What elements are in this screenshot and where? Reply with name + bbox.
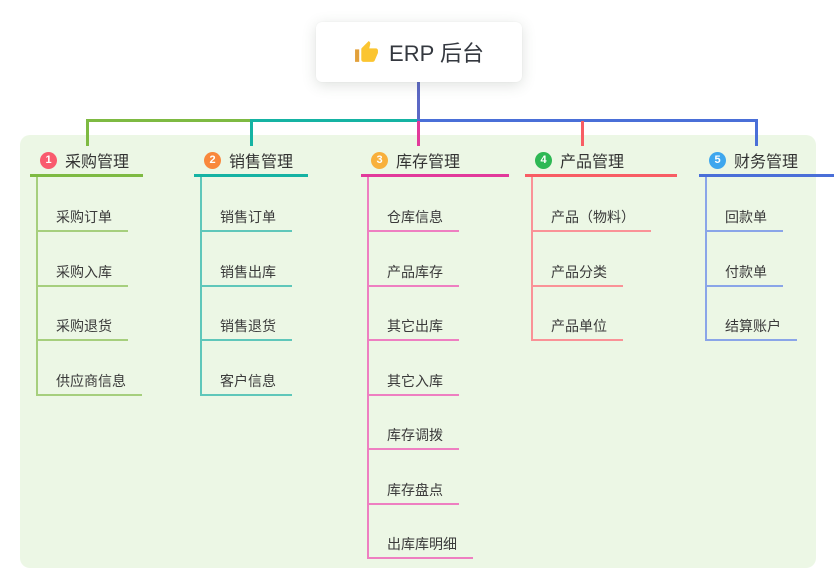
child-node[interactable]: 其它入库	[367, 368, 459, 396]
child-node[interactable]: 供应商信息	[36, 368, 142, 396]
branch-drop-line	[755, 119, 758, 146]
children-trunk-line	[531, 177, 533, 341]
branch-drop-line	[86, 119, 89, 146]
child-node[interactable]: 销售出库	[200, 259, 292, 287]
child-node[interactable]: 销售订单	[200, 204, 292, 232]
bus-segment-2	[250, 119, 420, 122]
branch-number-badge: 5	[709, 151, 726, 169]
branch-label: 销售管理	[229, 154, 294, 171]
branch-node-5[interactable]: 5 财务管理	[699, 146, 834, 177]
branch-label: 采购管理	[65, 154, 130, 171]
child-node[interactable]: 产品库存	[367, 259, 459, 287]
branch-drop-line	[417, 121, 420, 146]
child-node[interactable]: 付款单	[705, 259, 783, 287]
branch-node-1[interactable]: 1 采购管理	[30, 146, 143, 177]
children-trunk-line	[367, 177, 369, 559]
branch-label: 库存管理	[396, 154, 461, 171]
child-node[interactable]: 出库库明细	[367, 531, 473, 559]
child-node[interactable]: 采购订单	[36, 204, 128, 232]
branch-drop-line	[250, 119, 253, 146]
branch-node-3[interactable]: 3 库存管理	[361, 146, 509, 177]
branch-number-badge: 3	[371, 151, 388, 169]
child-node[interactable]: 客户信息	[200, 368, 292, 396]
branch-label: 产品管理	[560, 154, 625, 171]
child-node[interactable]: 库存调拨	[367, 422, 459, 450]
root-connector-line	[417, 81, 420, 122]
thumbs-up-icon	[354, 40, 379, 65]
branch-node-4[interactable]: 4 产品管理	[525, 146, 677, 177]
branch-node-2[interactable]: 2 销售管理	[194, 146, 308, 177]
branch-number-badge: 1	[40, 151, 57, 169]
child-node[interactable]: 产品单位	[531, 313, 623, 341]
child-node[interactable]: 产品（物料）	[531, 204, 651, 232]
branch-label: 财务管理	[734, 154, 799, 171]
child-node[interactable]: 仓库信息	[367, 204, 459, 232]
child-node[interactable]: 库存盘点	[367, 477, 459, 505]
bus-segment-5	[417, 119, 758, 122]
child-node[interactable]: 回款单	[705, 204, 783, 232]
child-node[interactable]: 销售退货	[200, 313, 292, 341]
branch-number-badge: 2	[204, 151, 221, 169]
child-node[interactable]: 采购退货	[36, 313, 128, 341]
branches-panel	[20, 135, 816, 568]
child-node[interactable]: 采购入库	[36, 259, 128, 287]
bus-segment-1	[86, 119, 253, 122]
child-node[interactable]: 产品分类	[531, 259, 623, 287]
child-node[interactable]: 结算账户	[705, 313, 797, 341]
root-node[interactable]: ERP 后台	[316, 22, 522, 82]
root-title: ERP 后台	[389, 41, 484, 66]
branch-drop-line	[581, 121, 584, 146]
child-node[interactable]: 其它出库	[367, 313, 459, 341]
children-trunk-line	[705, 177, 707, 341]
branch-number-badge: 4	[535, 151, 552, 169]
